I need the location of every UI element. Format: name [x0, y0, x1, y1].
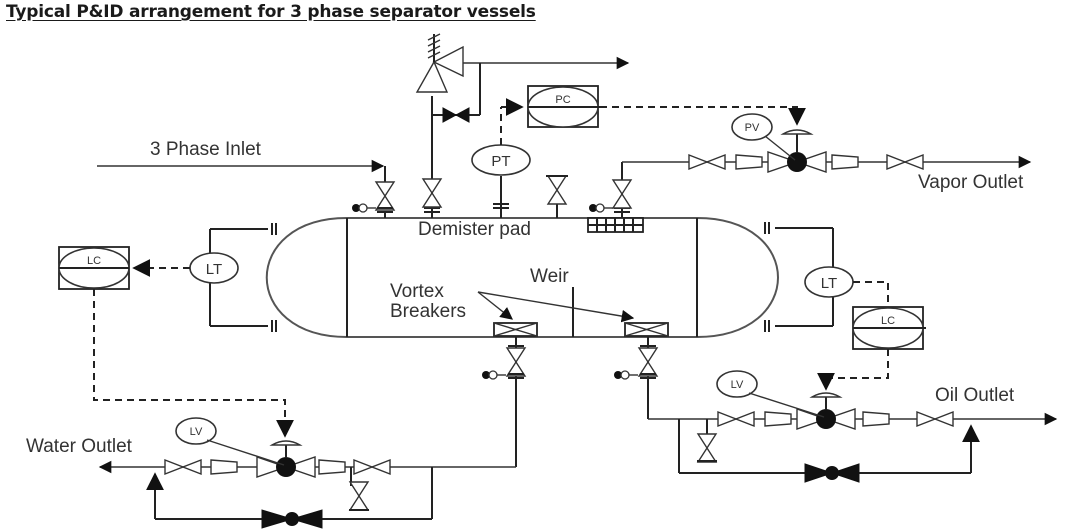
vapor-outlet-label: Vapor Outlet [918, 172, 1024, 193]
inlet-line [97, 159, 395, 218]
demister-pad [587, 217, 644, 233]
lv-oil-tag: LV [716, 370, 825, 418]
svg-text:PC: PC [555, 94, 570, 106]
vortex-arrow-right [477, 291, 635, 323]
pv-tag: PV [731, 113, 796, 161]
inlet-label: 3 Phase Inlet [150, 139, 262, 160]
weir-label: Weir [530, 266, 569, 287]
svg-text:LT: LT [821, 275, 837, 292]
svg-text:LV: LV [731, 379, 744, 391]
pc-controller: PC [527, 85, 600, 128]
lv-water-tag: LV [175, 417, 285, 466]
svg-text:PT: PT [491, 153, 510, 170]
diagram-title: Typical P&ID arrangement for 3 phase sep… [6, 2, 536, 22]
pt-instrument: PT [471, 144, 531, 218]
svg-text:PV: PV [745, 122, 760, 134]
lt-right-bridle: LT [764, 222, 854, 332]
oil-outlet-line [613, 337, 1058, 483]
vortex-label-2: Breakers [390, 301, 466, 322]
vortex-breaker-oil [624, 322, 669, 337]
svg-text:LT: LT [206, 261, 222, 278]
vapor-outlet-line [588, 129, 1032, 218]
lc-left-controller: LC [58, 246, 130, 290]
water-outlet-line [98, 337, 526, 529]
vortex-label-1: Vortex [390, 281, 444, 302]
vortex-arrow-left [477, 291, 513, 320]
demister-label: Demister pad [418, 219, 531, 240]
lc-right-controller: LC [852, 306, 926, 350]
oil-outlet-label: Oil Outlet [935, 385, 1015, 406]
vortex-breaker-water [493, 322, 538, 337]
svg-text:LC: LC [87, 255, 101, 267]
vent-valve [546, 175, 568, 218]
svg-text:LV: LV [190, 426, 203, 438]
svg-text:LC: LC [881, 315, 895, 327]
relief-valve-assembly [415, 33, 630, 218]
water-outlet-label: Water Outlet [26, 436, 133, 457]
lt-left-bridle: LT [189, 223, 277, 332]
